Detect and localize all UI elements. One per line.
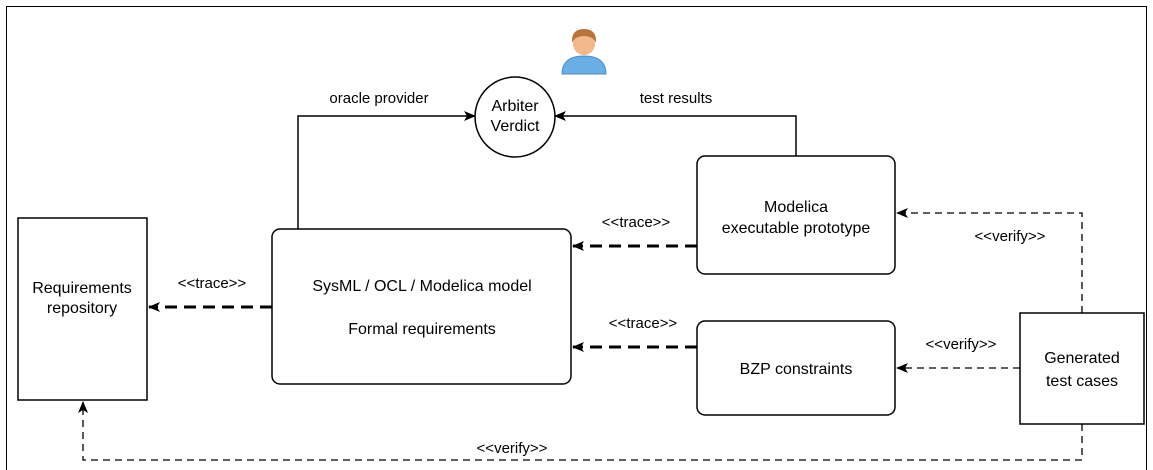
oracle-provider-label: oracle provider xyxy=(329,90,428,107)
bzp-constraints-label: BZP constraints xyxy=(740,361,853,378)
diagram-frame xyxy=(6,6,1147,470)
formal-model-label-1: SysML / OCL / Modelica model xyxy=(312,278,531,295)
modelica-prototype-node: Modelica executable prototype xyxy=(696,155,896,275)
requirements-repository-label-1: Requirements xyxy=(32,280,132,297)
generated-tests-node: Generated test cases xyxy=(1019,312,1145,425)
arbiter-label-1: Arbiter xyxy=(491,98,539,115)
modelica-prototype-label-1: Modelica xyxy=(764,199,828,216)
modelica-prototype-label-2: executable prototype xyxy=(722,220,871,237)
generated-tests-label-1: Generated xyxy=(1044,350,1120,367)
trace-bzp-model-label: <<trace>> xyxy=(609,315,678,332)
requirements-repository-label-2: repository xyxy=(47,300,117,317)
oracle-provider-edge xyxy=(297,111,476,229)
verify-tests-repo-label: <<verify>> xyxy=(477,440,548,457)
arbiter-node: Arbiter Verdict xyxy=(474,76,556,158)
requirements-repository-node: Requirements repository xyxy=(17,217,148,401)
trace-model-repo-label: <<trace>> xyxy=(178,275,247,292)
verify-tests-repo-edge xyxy=(78,401,1083,461)
verify-tests-bzp-label: <<verify>> xyxy=(926,336,997,353)
formal-model-node: SysML / OCL / Modelica model Formal requ… xyxy=(271,228,572,385)
arbiter-label-2: Verdict xyxy=(491,118,540,135)
test-results-edge xyxy=(554,111,797,156)
trace-proto-model-label: <<trace>> xyxy=(602,214,671,231)
user-icon xyxy=(561,29,607,75)
formal-model-label-2: Formal requirements xyxy=(348,321,496,338)
generated-tests-label-2: test cases xyxy=(1046,373,1118,390)
verify-tests-proto-edge xyxy=(896,208,1083,313)
verify-tests-proto-label: <<verify>> xyxy=(975,228,1046,245)
bzp-constraints-node: BZP constraints xyxy=(696,320,896,416)
test-results-label: test results xyxy=(640,90,713,107)
